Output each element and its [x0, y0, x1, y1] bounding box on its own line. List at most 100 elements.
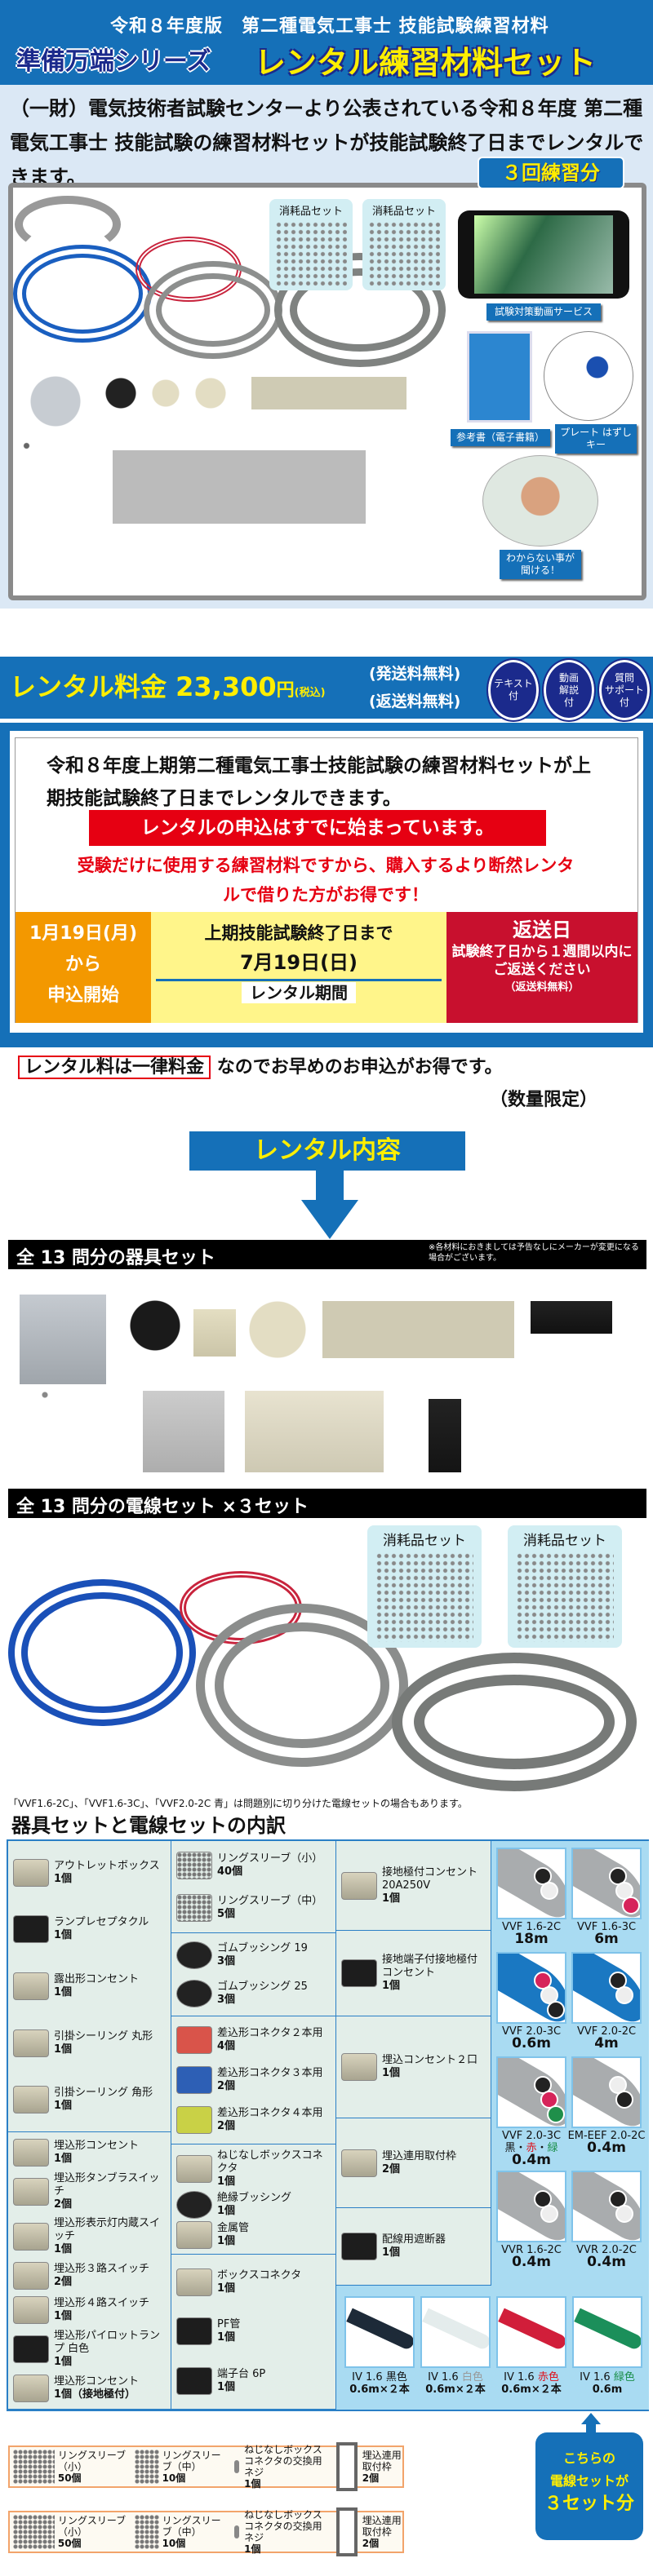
header-banner: 令和８年度版 第二種電気工事士 技能試験練習材料 準備万端シリーズ レンタル練習…: [0, 0, 653, 85]
ring-sleeve-medium-icon: [135, 2450, 159, 2484]
consumables-row: リングスリーブ（小）50個リングスリーブ（中）10個ねじなしボックスコネクタの交…: [8, 2442, 404, 2491]
cable-name: VVF 2.0-2C: [576, 2025, 637, 2038]
item-quantity: 1個: [54, 2100, 73, 2113]
embedded-outlet-icon: [13, 2138, 49, 2167]
wire-coil-gray-icon: [15, 196, 121, 253]
cable-length: 18m: [514, 1931, 549, 1947]
box-connector-screwless-icon: [176, 2154, 212, 2183]
item-name: 端子台 6P: [217, 2367, 266, 2380]
cable-length: 0.4m: [587, 2140, 626, 2156]
intro-section: （一財）電気技術者試験センターより公表されている令和８年度 第二種電気工事士 技…: [0, 85, 653, 609]
iv-wire-image: [420, 2296, 491, 2368]
item-name: ねじなしボックスコネクタ: [217, 2149, 323, 2175]
item-name: リングスリーブ（小）: [217, 1852, 323, 1865]
item-quantity: 1個: [54, 1872, 73, 1885]
ring-sleeve-medium-icon: [135, 2515, 159, 2549]
ring-sleeve-medium-icon: [176, 1894, 212, 1922]
rental-period: 上期技能試験終了日まで 7月19日(日) レンタル期間: [151, 912, 446, 1023]
item-quantity: 40個: [217, 1866, 243, 1878]
item-quantity: 1個: [54, 1929, 73, 1942]
cable-vvf-2-0-2c-image: [571, 1952, 642, 2024]
item-quantity: 1個: [54, 2309, 73, 2322]
period-end-date: 7月19日(日): [239, 951, 358, 974]
item-name: 接地端子付接地極付コンセント: [382, 1954, 478, 1979]
return-free: (返送料無料): [369, 693, 461, 710]
flat-rate-text: なのでお早めのお申込がお得です。: [216, 1057, 503, 1078]
rental-contents-heading: レンタル内容: [189, 1131, 465, 1171]
iv-wire-image: [572, 2296, 642, 2368]
cable-name: VVF 2.0-3C: [501, 2025, 562, 2038]
item-quantity: 1個: [54, 1985, 73, 1998]
consumable-label: 消耗品セット: [371, 206, 436, 218]
consumable-quantity: 50個: [57, 2538, 82, 2549]
consumable-quantity: 1個: [244, 2543, 261, 2555]
circuit-breaker-icon: [341, 2233, 377, 2260]
header-subtitle: 令和８年度版 第二種電気工事士 技能試験練習材料: [110, 16, 549, 37]
cable-vvr-1-6-2c-image: [496, 2171, 566, 2242]
item-quantity: 2個: [382, 2162, 401, 2175]
cable-length: 0.4m: [587, 2254, 626, 2270]
iv-name: IV 1.6: [428, 2371, 459, 2383]
item-name: 埋込形コンセント: [54, 2375, 140, 2388]
wire-cut-note: 「VVF1.6-2C」、「VVF1.6-3C」、「VVF2.0-2C 青」は問題…: [8, 1798, 468, 1809]
item-name: PF管: [217, 2318, 241, 2331]
iv-color-name: 白色: [461, 2371, 483, 2383]
hero-photo: 消耗品セット 消耗品セット 試験対策動画サービス 参考書（電子書籍） プレート …: [8, 183, 646, 600]
cable-colors: 黒・赤・緑: [492, 2142, 571, 2154]
equipment-set-header: 全 13 問分の器具セット ※各材料におきましては予告なしにメーカーが変更になる…: [8, 1240, 646, 1269]
iv-color-name: 赤色: [537, 2371, 559, 2383]
consumable-name: 埋込連用取付枠: [362, 2515, 402, 2538]
wire-set-header: 全 13 問分の電線セット ×３セット: [8, 1489, 646, 1518]
consumable-name: リングスリーブ（小）: [57, 2450, 127, 2472]
consumable-label: 消耗品セット: [278, 206, 343, 218]
tumbler-switch-icon: [13, 2177, 49, 2206]
iv-wire-image: [496, 2296, 566, 2368]
item-name: 埋込形表示灯内蔵スイッチ: [54, 2217, 161, 2243]
3way-switch-icon: [13, 2262, 49, 2291]
equipment-item: リングスリーブ（中）5個: [176, 1894, 331, 1922]
metal-pipe-icon: [176, 2221, 212, 2250]
consumable-label: 消耗品セット: [383, 1533, 466, 1549]
consumable-card: 消耗品セット: [362, 199, 446, 290]
price-label: レンタル料金: [10, 671, 167, 702]
iv-name-line: IV 1.6 緑色: [568, 2371, 646, 2383]
cable-name: VVR 2.0-2C: [576, 2244, 637, 2256]
support-person-photo: [482, 455, 598, 547]
item-quantity: 1個: [382, 2067, 401, 2079]
iv-color-name: 黒色: [385, 2371, 407, 2383]
consumable-name: 埋込連用取付枠: [362, 2450, 402, 2472]
consumable-text: リングスリーブ（小）50個: [58, 2450, 131, 2484]
rubber-bushing-icon: [176, 1941, 212, 1970]
ceiling-round-icon: [13, 2029, 49, 2057]
